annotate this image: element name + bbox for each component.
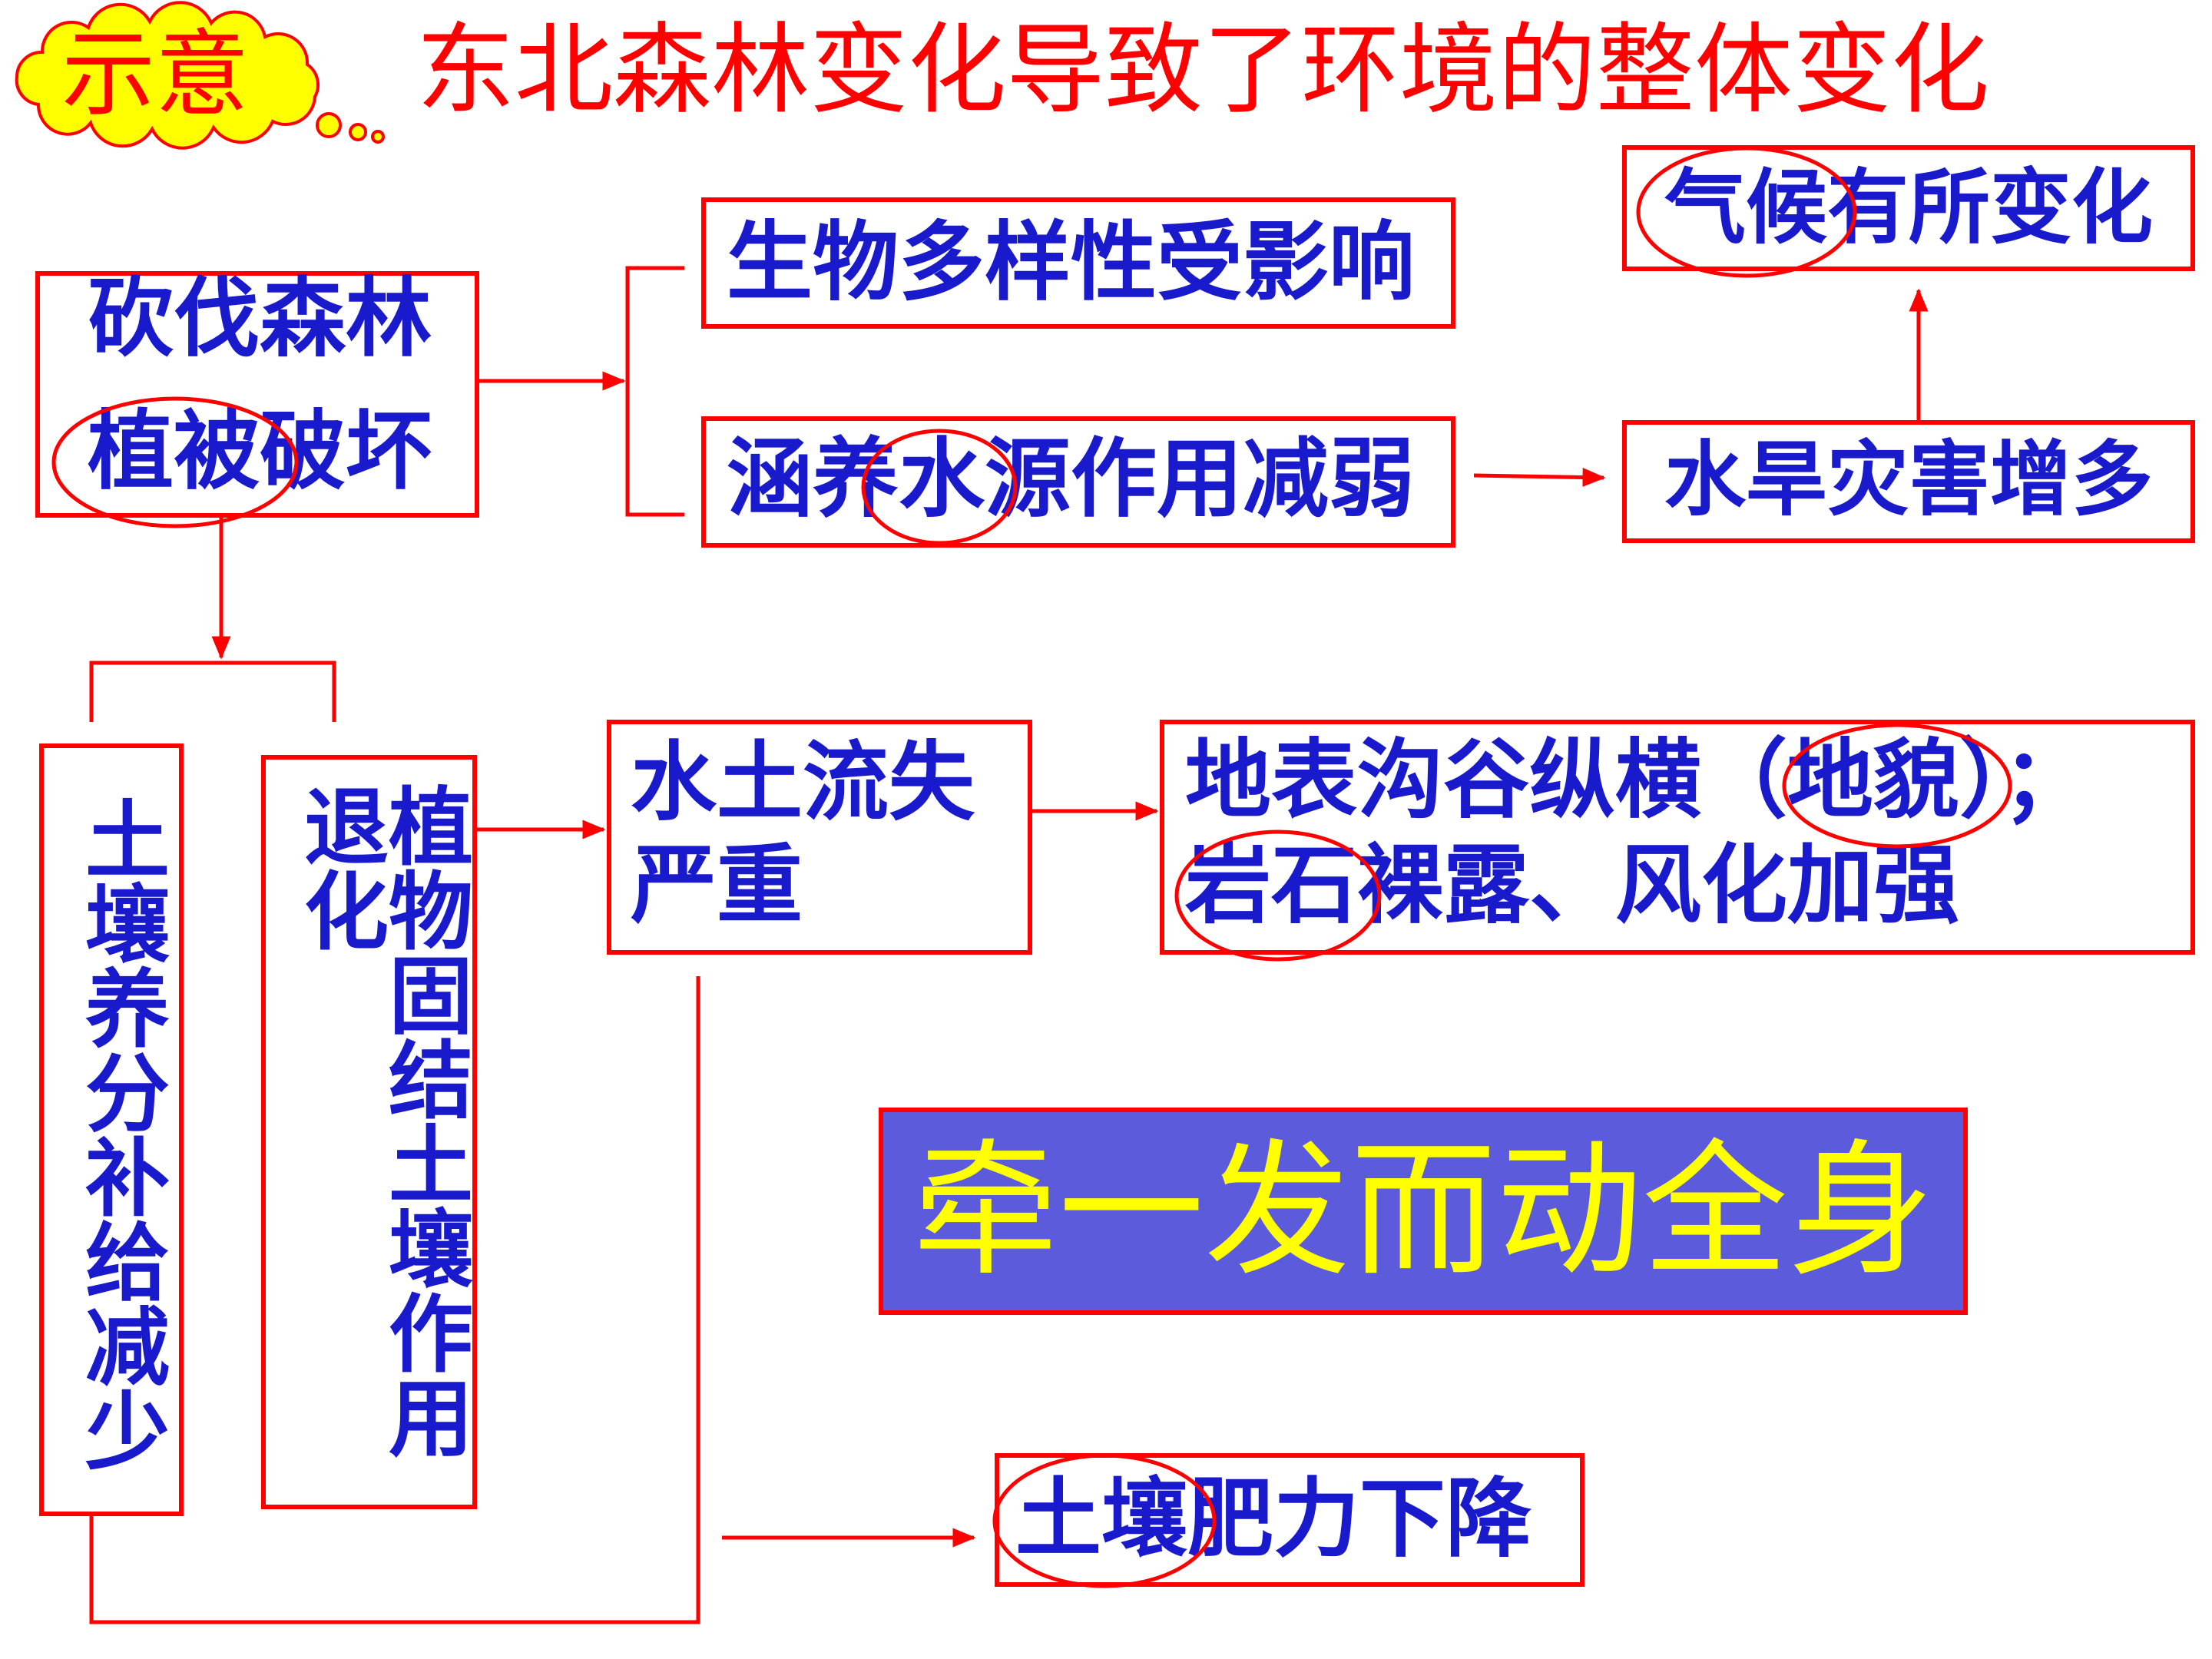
- node-soil-nutrients: 土壤养分补给减少: [39, 743, 184, 1516]
- node-biodiversity-label: 生物多样性受影响: [727, 212, 1415, 313]
- cloud-badge-shape: [15, 1, 385, 150]
- thought-bubble-medium: [349, 123, 367, 141]
- node-soil-fixation: 植物固结土壤作用 退化: [261, 755, 477, 1509]
- node-soil-fixation-line-2: 退化: [290, 783, 389, 952]
- node-soil-erosion-line-2: 严重: [631, 835, 803, 935]
- bracket-soil-effects: [89, 661, 336, 722]
- thought-bubble-large: [316, 112, 342, 138]
- node-soil-erosion-line-1: 水土流失: [631, 732, 975, 833]
- node-soil-nutrients-label: 土壤养分补给减少: [71, 796, 170, 1472]
- node-floods-droughts-label: 水旱灾害增多: [1664, 431, 2153, 527]
- slide-title: 东北森林变化导致了环境的整体变化: [416, 13, 1990, 127]
- node-landform-line-1: 地表沟谷纵横（地貌）；: [1185, 730, 2088, 830]
- node-water-conservation: 涵养水源作用减弱: [701, 416, 1455, 548]
- node-landform-line-2: 岩石裸露、风化加强: [1185, 835, 1959, 935]
- node-climate-label: 气候有所变化: [1664, 159, 2153, 255]
- node-deforestation: 砍伐森林 植被破坏: [35, 271, 479, 518]
- node-soil-erosion: 水土流失 严重: [607, 720, 1032, 955]
- node-climate: 气候有所变化: [1622, 145, 2195, 271]
- cloud-icon: [15, 1, 320, 150]
- node-water-conservation-label: 涵养水源作用减弱: [727, 429, 1415, 529]
- node-biodiversity: 生物多样性受影响: [701, 197, 1455, 329]
- node-landform: 地表沟谷纵横（地貌）； 岩石裸露、风化加强: [1160, 720, 2195, 955]
- slogan-text: 牵一发而动全身: [912, 1126, 1934, 1296]
- node-floods-droughts: 水旱灾害增多: [1622, 420, 2195, 543]
- slogan-box: 牵一发而动全身: [879, 1108, 1968, 1315]
- node-soil-fertility: 土壤肥力下降: [995, 1453, 1584, 1587]
- node-soil-fixation-line-1: 植物固结土壤作用: [374, 783, 473, 1459]
- thought-bubble-small: [371, 130, 385, 144]
- node-soil-fertility-label: 土壤肥力下降: [1015, 1469, 1532, 1569]
- node-deforestation-line-2: 植被破坏: [88, 401, 432, 502]
- node-deforestation-line-1: 砍伐森林: [88, 268, 432, 369]
- badge: 示意: [0, 0, 399, 161]
- bracket-forest-effects: [625, 266, 684, 517]
- arrow-water-conservation-to-floods: [1473, 468, 1606, 488]
- badge-label: 示意: [61, 20, 249, 129]
